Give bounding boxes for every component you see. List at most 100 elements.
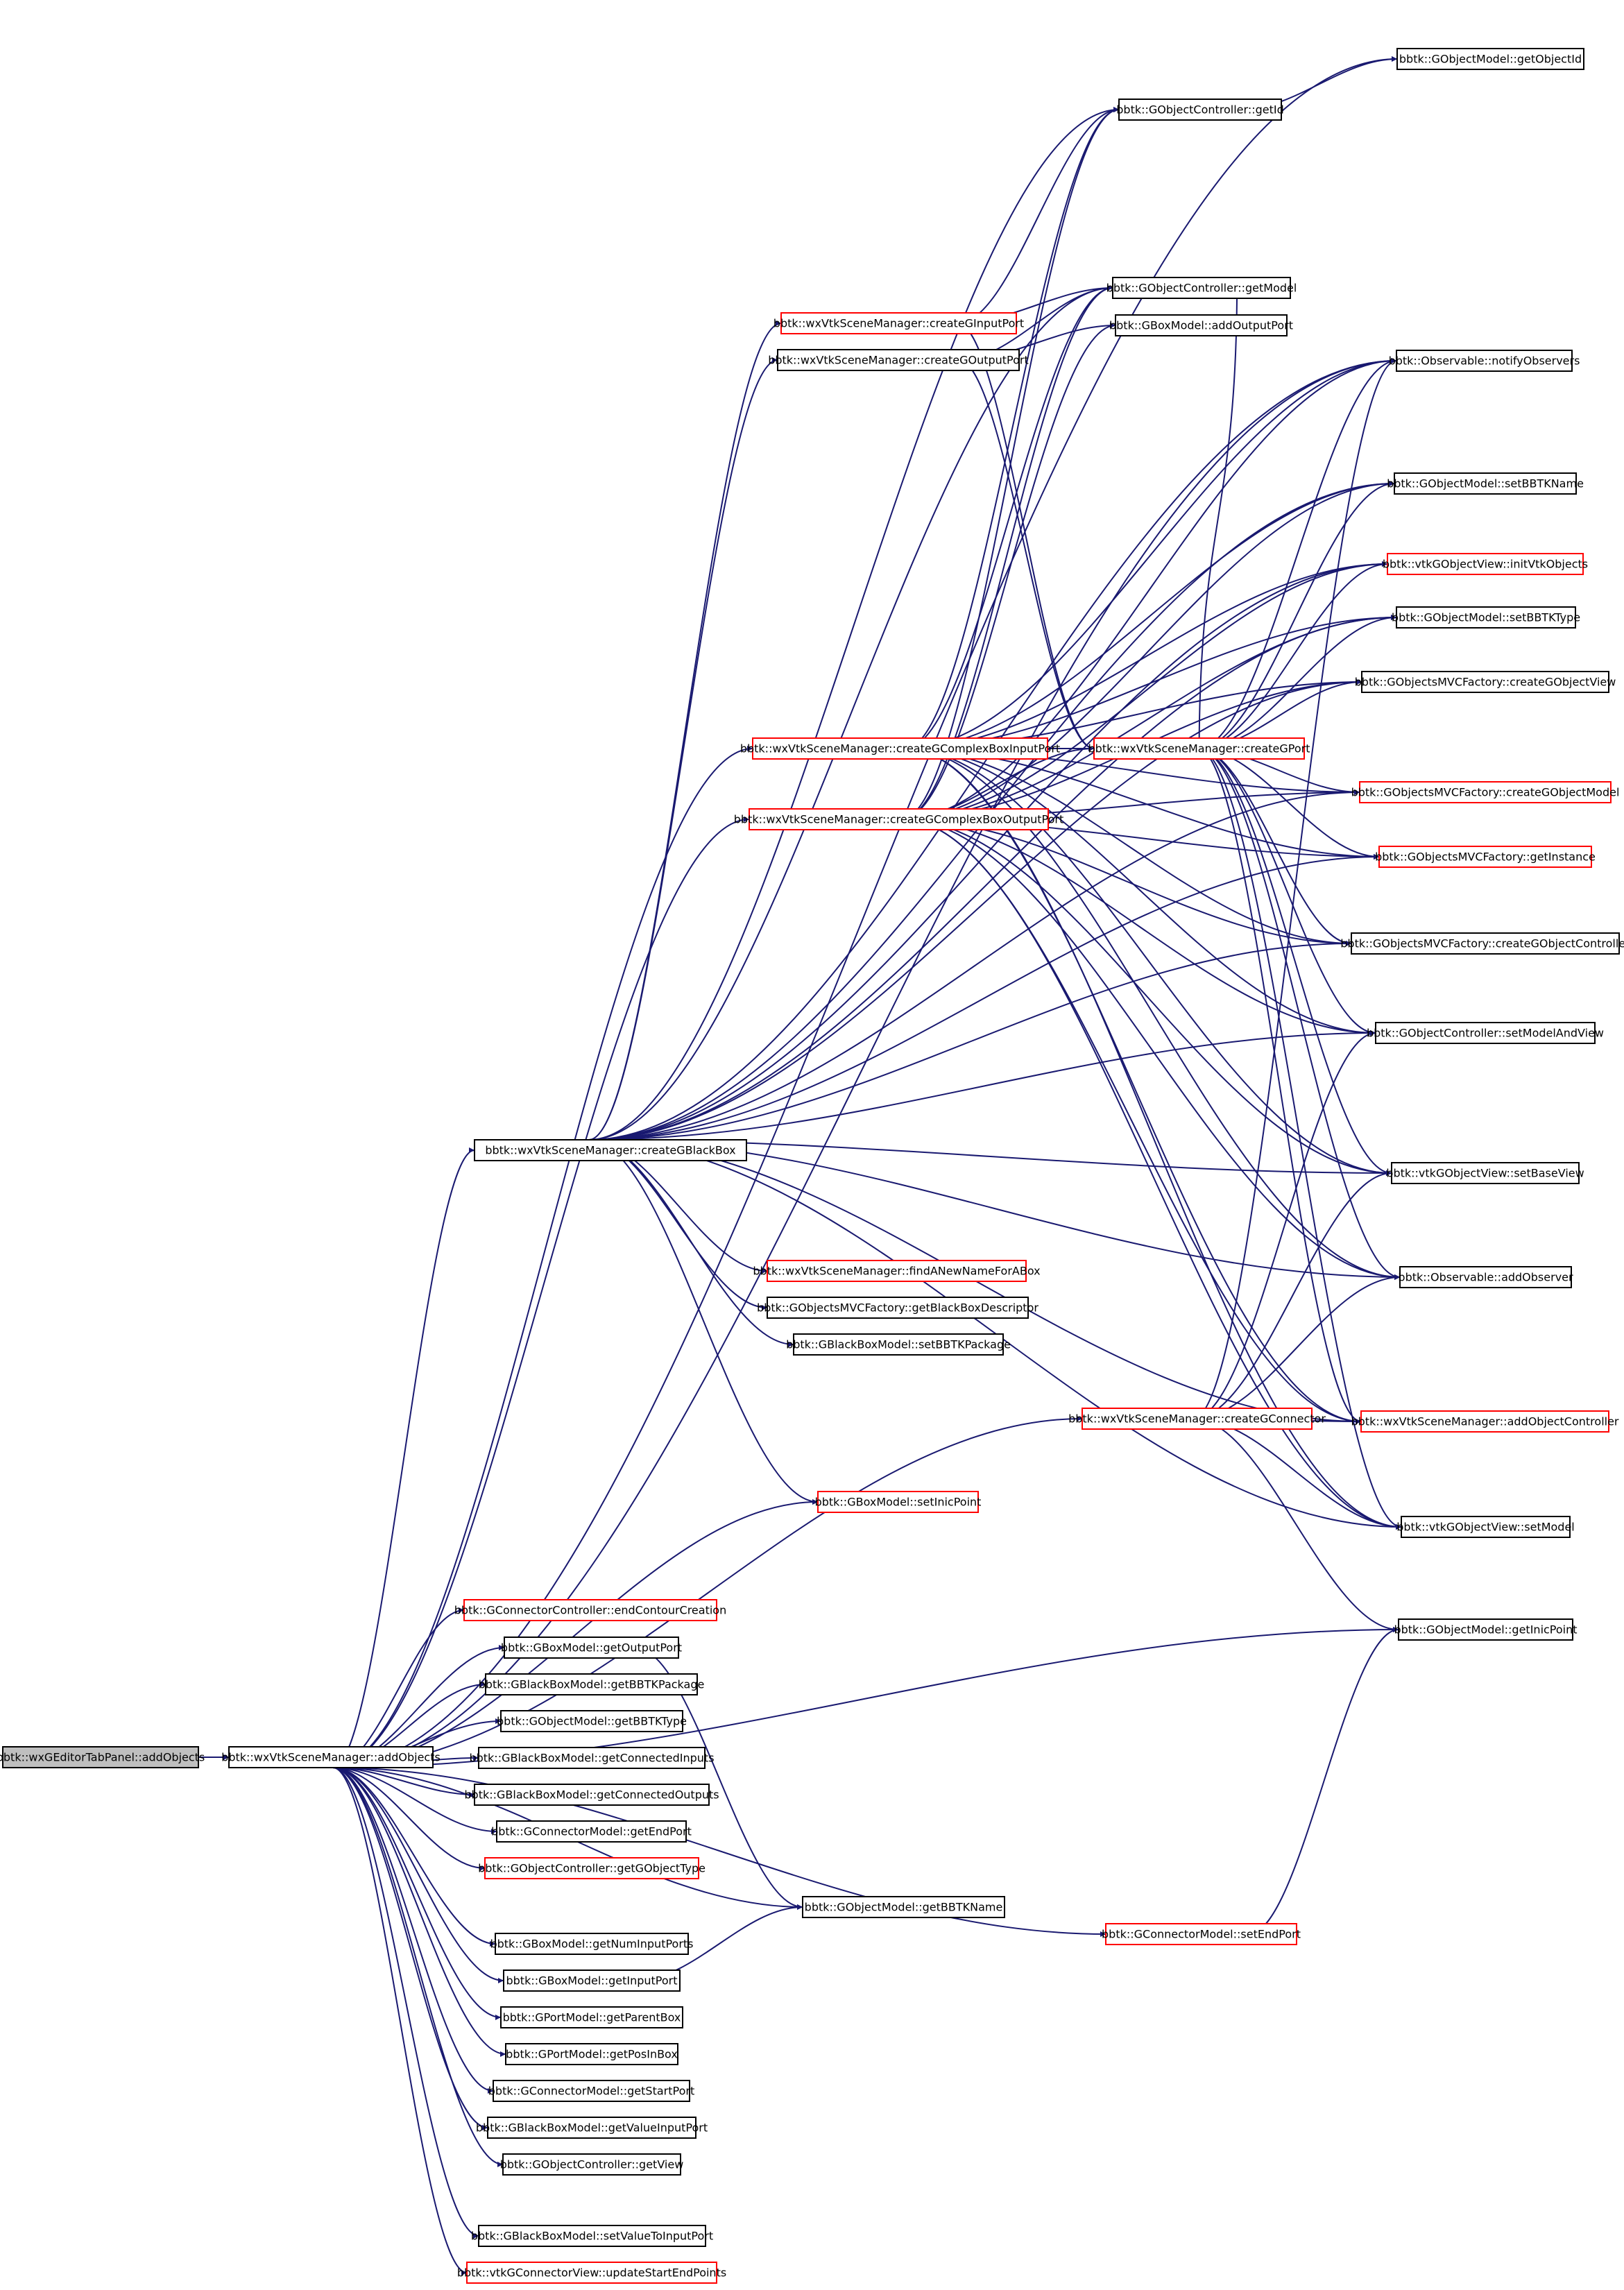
function-node-n22[interactable]: bbtk::GObjectModel::getBBTKName <box>802 1896 1005 1918</box>
node-label: bbtk::GBlackBoxModel::getConnectedInputs <box>469 1752 714 1765</box>
function-node-n20[interactable]: bbtk::GConnectorModel::getEndPort <box>491 1820 692 1843</box>
node-box <box>503 1969 681 1992</box>
call-edge-n3-to-n35 <box>588 285 1113 1140</box>
call-edge-n2-to-n28 <box>332 1767 488 2130</box>
function-node-n47[interactable]: bbtk::Observable::addObserver <box>1398 1266 1573 1288</box>
call-edge-n7-to-n8 <box>958 359 1095 751</box>
function-node-n3[interactable]: bbtk::wxVtkSceneManager::createGBlackBox <box>474 1139 747 1161</box>
function-node-n10[interactable]: bbtk::wxVtkSceneManager::findANewNameFor… <box>753 1260 1041 1282</box>
function-node-n26[interactable]: bbtk::GPortModel::getPosInBox <box>505 2043 678 2065</box>
node-box <box>1396 48 1584 70</box>
call-edge-n5-to-n38 <box>901 481 1395 820</box>
node-box <box>1112 277 1291 299</box>
function-node-n25[interactable]: bbtk::GPortModel::getParentBox <box>500 2006 683 2028</box>
function-node-n19[interactable]: bbtk::GBlackBoxModel::getConnectedOutput… <box>464 1784 719 1806</box>
function-node-n13[interactable]: bbtk::GBoxModel::setInicPoint <box>815 1491 982 1513</box>
call-edge-n2-to-n31 <box>332 1767 468 2275</box>
node-label: bbtk::GConnectorController::endContourCr… <box>454 1604 726 1617</box>
function-node-n50[interactable]: bbtk::GObjectModel::getInicPoint <box>1394 1618 1578 1641</box>
function-node-n42[interactable]: bbtk::GObjectsMVCFactory::createGObjectM… <box>1351 781 1620 803</box>
function-node-n14[interactable]: bbtk::GConnectorController::endContourCr… <box>454 1599 726 1621</box>
node-box <box>463 1599 717 1621</box>
function-node-n46[interactable]: bbtk::vtkGObjectView::setBaseView <box>1386 1162 1584 1184</box>
node-label: bbtk::GObjectController::getView <box>500 2158 684 2171</box>
node-box <box>495 1933 689 1955</box>
function-node-n29[interactable]: bbtk::GObjectController::getView <box>500 2153 684 2176</box>
function-node-n16[interactable]: bbtk::GBlackBoxModel::getBBTKPackage <box>479 1673 705 1695</box>
call-edge-n9-to-n50 <box>1193 1418 1399 1632</box>
call-edge-n5-to-n40 <box>901 615 1397 820</box>
function-node-n21[interactable]: bbtk::GObjectController::getGObjectType <box>478 1857 706 1879</box>
node-label: bbtk::GObjectController::getModel <box>1106 282 1297 295</box>
node-label: bbtk::GObjectModel::getBBTKName <box>805 1901 1003 1914</box>
function-node-n48[interactable]: bbtk::wxVtkSceneManager::addObjectContro… <box>1351 1410 1619 1433</box>
function-node-n17[interactable]: bbtk::GObjectModel::getBBTKType <box>497 1710 687 1732</box>
node-label: bbtk::wxVtkSceneManager::findANewNameFor… <box>753 1265 1040 1278</box>
function-node-n32[interactable]: bbtk::GConnectorModel::setEndPort <box>1102 1923 1301 1945</box>
call-edge-n2-to-n24 <box>332 1767 504 1983</box>
function-node-n35[interactable]: bbtk::GObjectController::getModel <box>1106 277 1297 299</box>
node-box <box>780 312 1017 334</box>
call-edge-n8-to-n44 <box>1197 748 1352 946</box>
call-edge-n3-to-n43 <box>588 854 1380 1140</box>
function-node-n11[interactable]: bbtk::GObjectsMVCFactory::getBlackBoxDes… <box>757 1297 1038 1319</box>
node-label: bbtk::vtkGObjectView::initVtkObjects <box>1383 558 1588 571</box>
function-node-n43[interactable]: bbtk::GObjectsMVCFactory::getInstance <box>1375 846 1596 868</box>
function-node-n9[interactable]: bbtk::wxVtkSceneManager::createGConnecto… <box>1068 1408 1326 1430</box>
function-node-n24[interactable]: bbtk::GBoxModel::getInputPort <box>503 1969 681 1992</box>
call-edge-n8-to-n39 <box>1197 561 1388 749</box>
node-label: bbtk::GObjectsMVCFactory::createGObjectM… <box>1351 786 1620 799</box>
node-label: bbtk::GObjectsMVCFactory::getInstance <box>1375 851 1596 864</box>
function-node-n34[interactable]: bbtk::GObjectController::getId <box>1116 99 1284 121</box>
node-label: bbtk::vtkGObjectView::setBaseView <box>1386 1167 1584 1180</box>
node-label: bbtk::GObjectsMVCFactory::getBlackBoxDes… <box>757 1301 1038 1315</box>
function-node-n6[interactable]: bbtk::wxVtkSceneManager::createGInputPor… <box>773 312 1024 334</box>
node-label: bbtk::wxVtkSceneManager::createGOutputPo… <box>768 354 1029 367</box>
function-node-n40[interactable]: bbtk::GObjectModel::setBBTKType <box>1392 606 1580 629</box>
function-node-n8[interactable]: bbtk::wxVtkSceneManager::createGPort <box>1088 737 1310 760</box>
call-edge-n3-to-n11 <box>588 1139 768 1310</box>
node-label: bbtk::GPortModel::getParentBox <box>503 2011 681 2024</box>
call-edge-n4-to-n34 <box>905 107 1120 749</box>
node-box <box>504 1637 679 1659</box>
node-box <box>793 1333 1004 1356</box>
call-edge-n5-to-n39 <box>901 561 1388 820</box>
node-box <box>817 1491 979 1513</box>
function-node-n28[interactable]: bbtk::GBlackBoxModel::getValueInputPort <box>476 2117 708 2139</box>
function-node-n5[interactable]: bbtk::wxVtkSceneManager::createGComplexB… <box>734 808 1064 830</box>
call-edge-n2-to-n9 <box>332 1416 1083 1768</box>
function-node-n37[interactable]: bbtk::Observable::notifyObservers <box>1389 350 1580 372</box>
function-node-n30[interactable]: bbtk::GBlackBoxModel::setValueToInputPor… <box>471 2225 713 2247</box>
node-label: bbtk::vtkGConnectorView::updateStartEndP… <box>457 2266 726 2280</box>
function-node-n2[interactable]: bbtk::wxVtkSceneManager::addObjects <box>221 1746 441 1768</box>
function-node-n15[interactable]: bbtk::GBoxModel::getOutputPort <box>501 1637 682 1659</box>
call-edge-n3-to-n41 <box>588 679 1362 1140</box>
function-node-n38[interactable]: bbtk::GObjectModel::setBBTKName <box>1387 472 1584 495</box>
node-label: bbtk::GObjectController::getId <box>1116 103 1284 117</box>
function-node-n39[interactable]: bbtk::vtkGObjectView::initVtkObjects <box>1383 553 1588 575</box>
call-edge-n9-to-n47 <box>1193 1274 1401 1419</box>
function-node-n4[interactable]: bbtk::wxVtkSceneManager::createGComplexB… <box>740 737 1060 760</box>
function-node-n23[interactable]: bbtk::GBoxModel::getNumInputPorts <box>490 1933 694 1955</box>
function-node-n33[interactable]: bbtk::GObjectModel::getObjectId <box>1396 48 1584 70</box>
function-node-n12[interactable]: bbtk::GBlackBoxModel::setBBTKPackage <box>786 1333 1011 1356</box>
node-label: bbtk::GBlackBoxModel::getValueInputPort <box>476 2121 708 2135</box>
function-node-n45[interactable]: bbtk::GObjectController::setModelAndView <box>1367 1022 1604 1044</box>
node-box <box>1360 1410 1609 1433</box>
node-label: bbtk::GBoxModel::getInputPort <box>506 1974 677 1988</box>
function-node-n18[interactable]: bbtk::GBlackBoxModel::getConnectedInputs <box>469 1747 715 1769</box>
function-node-n7[interactable]: bbtk::wxVtkSceneManager::createGOutputPo… <box>768 349 1029 371</box>
function-node-n41[interactable]: bbtk::GObjectsMVCFactory::createGObjectV… <box>1355 671 1616 693</box>
call-edge-n2-to-n29 <box>332 1767 504 2167</box>
node-label: bbtk::vtkGObjectView::setModel <box>1396 1521 1575 1534</box>
node-box <box>1396 350 1573 372</box>
function-node-n31[interactable]: bbtk::vtkGConnectorView::updateStartEndP… <box>457 2262 726 2284</box>
node-box <box>496 1820 687 1843</box>
function-node-n49[interactable]: bbtk::vtkGObjectView::setModel <box>1396 1516 1575 1538</box>
node-box <box>777 349 1020 371</box>
function-node-n44[interactable]: bbtk::GObjectsMVCFactory::createGObjectC… <box>1340 932 1624 955</box>
function-node-n36[interactable]: bbtk::GBoxModel::addOutputPort <box>1109 314 1293 336</box>
node-label: bbtk::GObjectModel::getObjectId <box>1399 53 1582 66</box>
function-node-n27[interactable]: bbtk::GConnectorModel::getStartPort <box>488 2080 694 2102</box>
